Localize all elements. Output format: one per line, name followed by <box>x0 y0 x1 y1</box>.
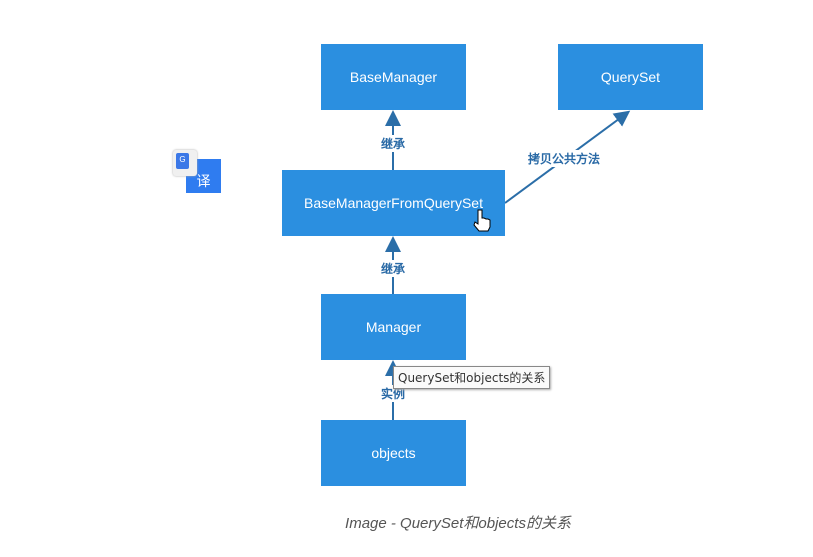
edge-label-inherit-1: 继承 <box>381 135 406 152</box>
edge-label-copy-methods: 拷贝公共方法 <box>528 150 601 167</box>
translate-label: 译 <box>196 173 211 189</box>
google-translate-icon[interactable]: G <box>173 150 197 176</box>
node-base-manager-from-queryset: BaseManagerFromQuerySet <box>282 170 505 236</box>
node-queryset: QuerySet <box>558 44 703 110</box>
node-base-manager: BaseManager <box>321 44 466 110</box>
node-objects: objects <box>321 420 466 486</box>
figure-caption: Image - QuerySet和objects的关系 <box>345 515 571 532</box>
edge-label-instance: 实例 <box>381 385 406 402</box>
edge-label-inherit-2: 继承 <box>381 260 406 277</box>
image-tooltip: QuerySet和objects的关系 <box>393 366 551 389</box>
node-manager: Manager <box>321 294 466 360</box>
translate-button[interactable]: 译 <box>186 159 221 193</box>
